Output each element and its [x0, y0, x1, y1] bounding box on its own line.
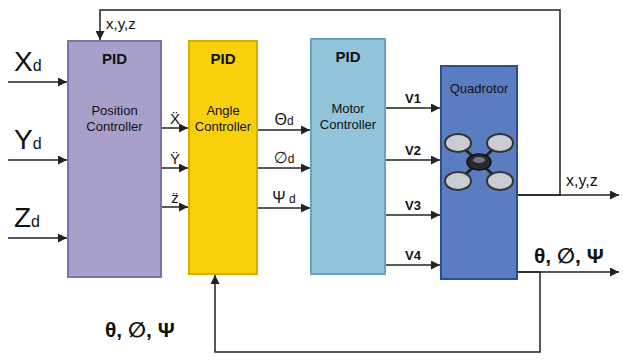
- rotor-guard: [487, 172, 513, 190]
- position-controller: PID Position Controller: [67, 40, 162, 278]
- rotor-guard: [445, 172, 471, 190]
- edge-group: [100, 10, 560, 352]
- signal-arrow: [215, 272, 540, 352]
- input-signal: Zd: [14, 202, 40, 234]
- input-arrow: [8, 81, 67, 83]
- signal-label: Ψ d: [272, 189, 295, 207]
- signal-label: V3: [405, 199, 421, 214]
- signal-label: V2: [405, 144, 421, 159]
- input-arrows: [8, 82, 67, 238]
- node-label: Position Controller: [69, 103, 160, 134]
- node-label: Angle Controller: [190, 103, 256, 134]
- signal-label: Θd: [274, 111, 293, 129]
- node-heading: PID: [190, 50, 256, 67]
- signal-label: Ÿ: [170, 150, 180, 167]
- rotor-guard: [445, 134, 471, 152]
- signal-label: ∅d: [274, 149, 295, 167]
- signal-arrow: [386, 264, 440, 266]
- input-arrow: [8, 237, 67, 239]
- rotor-guard: [487, 134, 513, 152]
- signal-arrow: [258, 167, 310, 169]
- signal-label: x,y,z: [106, 15, 136, 32]
- signal-arrow: [386, 214, 440, 216]
- angle-controller: PID Angle Controller: [188, 40, 258, 275]
- node-label: Quadrotor: [442, 81, 516, 97]
- input-signal: Yd: [14, 124, 42, 156]
- input-arrow: [8, 159, 67, 161]
- signal-arrow: [386, 159, 440, 161]
- signal-label: θ, ∅, Ψ: [105, 318, 175, 342]
- node-label: Motor Controller: [312, 101, 384, 132]
- input-signal: Xd: [14, 46, 42, 78]
- signal-label: z̈: [171, 189, 179, 206]
- quadrotor-box: Quadrotor: [440, 65, 518, 280]
- output-signal: x,y,z: [566, 172, 598, 190]
- signal-arrow: [162, 167, 188, 169]
- signal-arrow: [258, 129, 310, 131]
- node-heading: PID: [69, 50, 160, 67]
- signal-arrow: [162, 127, 188, 129]
- quadrotor-illustration: [444, 129, 514, 195]
- output-signal: θ, ∅, Ψ: [534, 244, 604, 268]
- signal-arrow: [258, 207, 310, 209]
- motor-controller: PID Motor Controller: [310, 38, 386, 275]
- signal-label: V1: [405, 92, 421, 107]
- output-arrows: [518, 195, 619, 272]
- node-heading: PID: [312, 48, 384, 65]
- signal-label: V4: [405, 249, 421, 264]
- signal-label: Ẍ: [170, 110, 180, 127]
- signal-arrow: [162, 206, 188, 208]
- drone-camera: [473, 157, 485, 163]
- signal-arrow: [386, 107, 440, 109]
- drone-body: [467, 154, 491, 170]
